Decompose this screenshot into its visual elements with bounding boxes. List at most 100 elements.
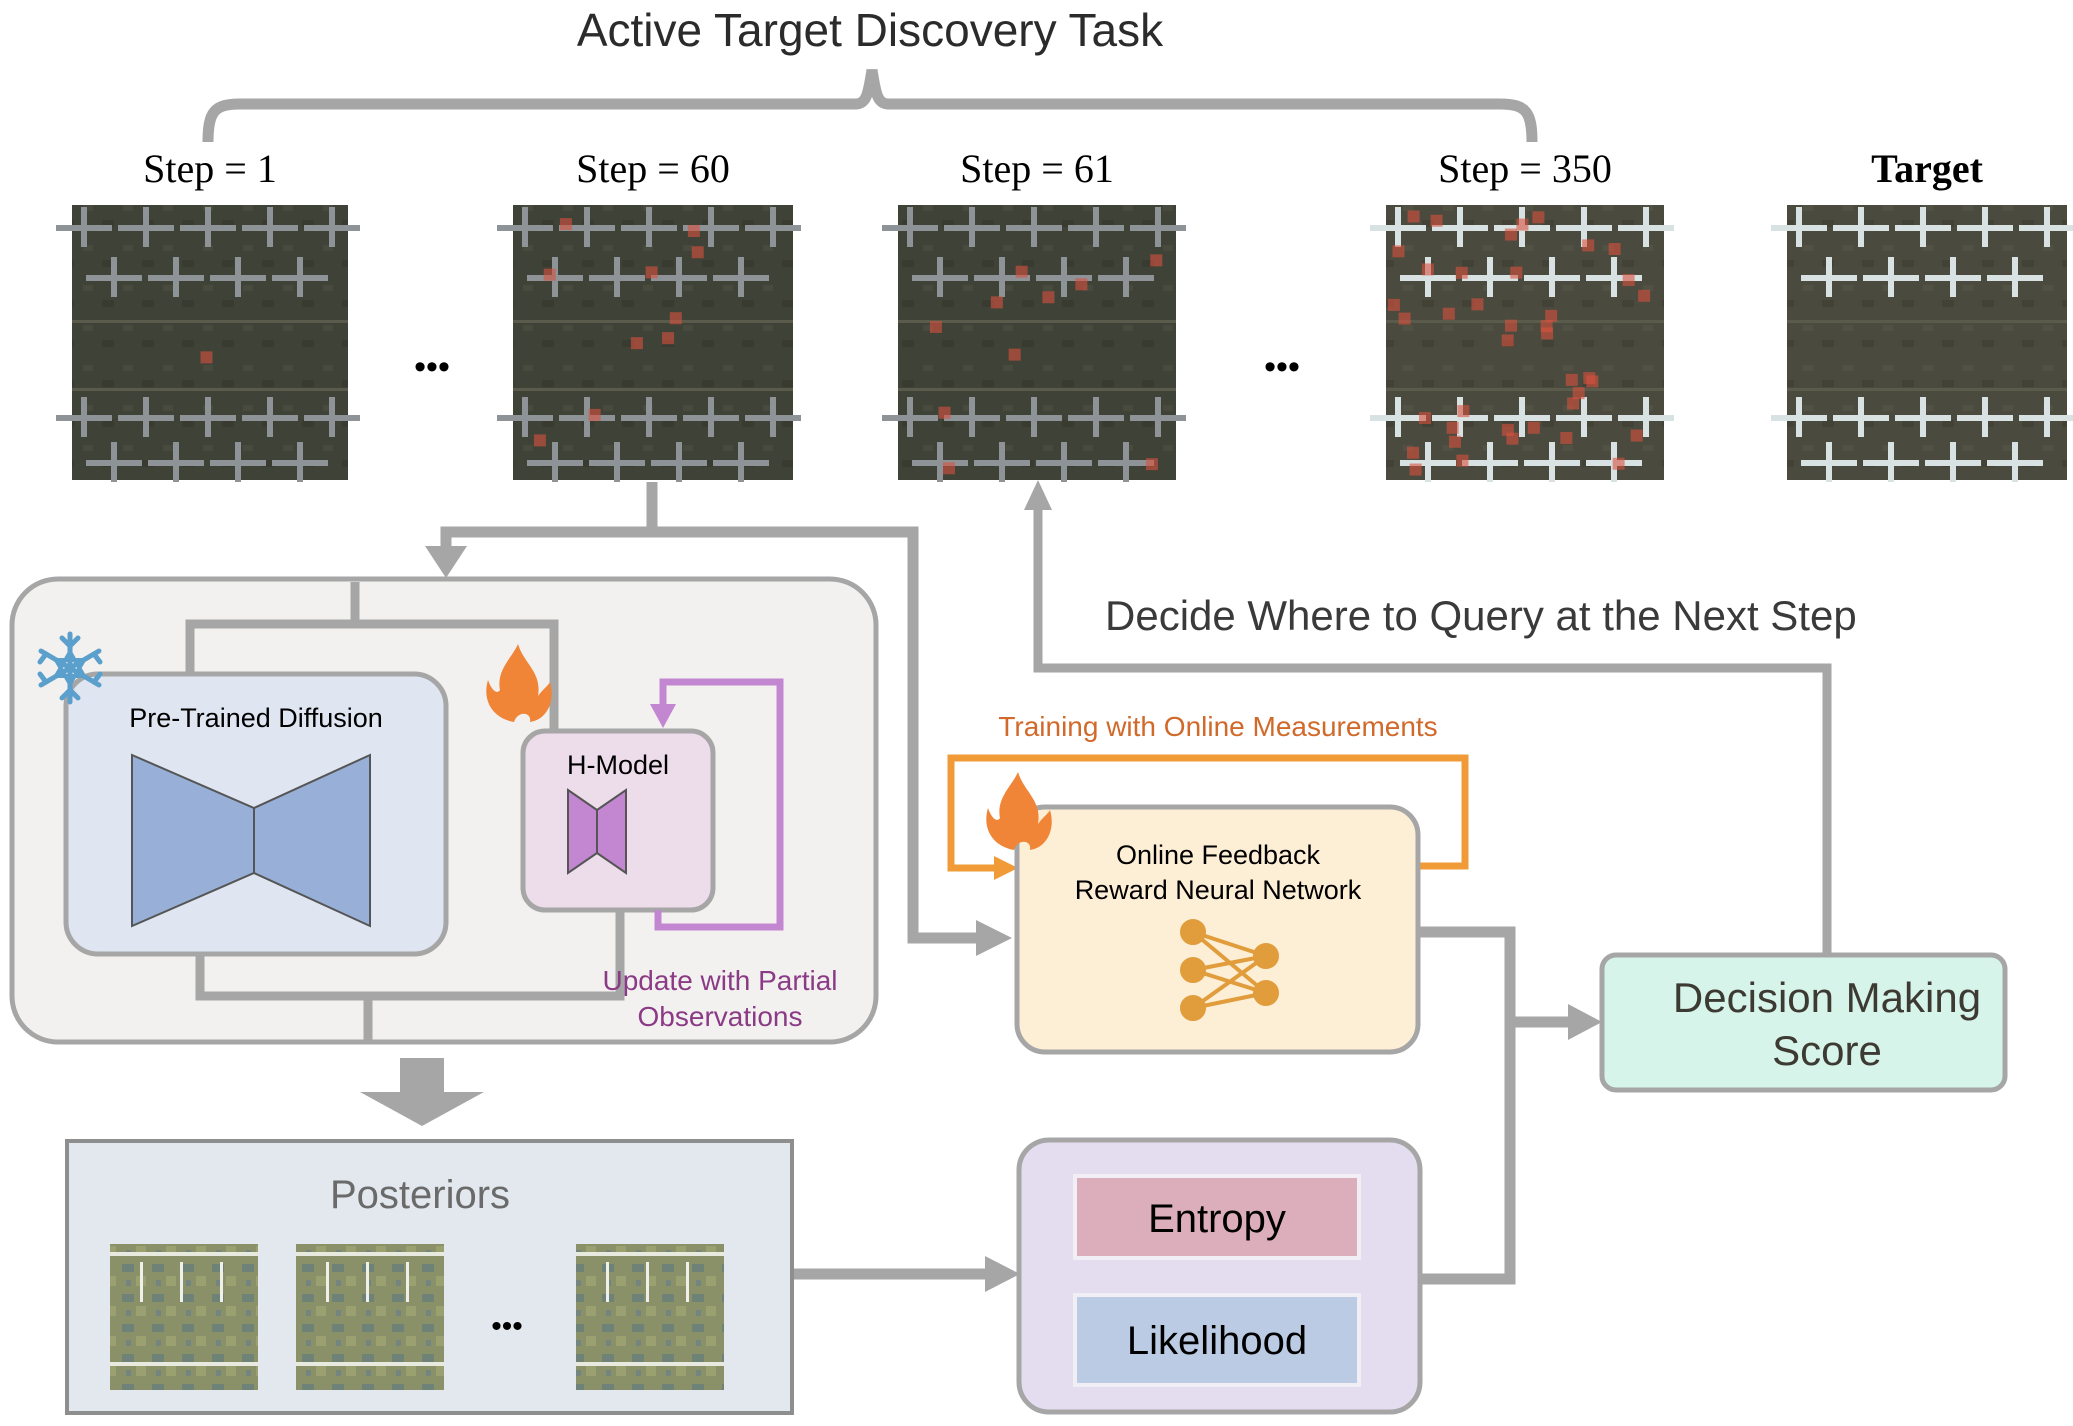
posterior-plane-row xyxy=(296,1362,444,1366)
arrow-into-reward xyxy=(976,920,1012,956)
plane-body xyxy=(297,257,303,297)
step-label: Step = 350 xyxy=(1438,146,1612,191)
connector-decision-to-step61 xyxy=(1033,505,1832,955)
posterior-sample xyxy=(296,1244,444,1390)
plane-body xyxy=(1982,397,1988,437)
plane-body xyxy=(999,257,1005,297)
plane-body xyxy=(1581,207,1587,247)
arrow-into-decision xyxy=(1568,1004,1602,1040)
plane-body xyxy=(235,257,241,297)
runway-line xyxy=(1787,320,2067,323)
entropy-label: Entropy xyxy=(1148,1197,1286,1241)
plane-body xyxy=(552,442,558,482)
posterior-plane-row xyxy=(110,1252,258,1256)
step-image xyxy=(1771,205,2073,482)
posterior-plane-body xyxy=(326,1262,329,1302)
query-patch xyxy=(1612,457,1625,470)
step-label: Step = 61 xyxy=(960,146,1114,191)
query-patch xyxy=(1442,307,1455,320)
plane-body xyxy=(1123,442,1129,482)
update-label-line1: Update with Partial xyxy=(602,965,837,996)
runway-line xyxy=(1386,320,1664,323)
query-patch xyxy=(1421,263,1434,276)
query-patch xyxy=(929,320,942,333)
query-patch xyxy=(662,332,675,345)
plane-body xyxy=(111,257,117,297)
reward-label-line2: Reward Neural Network xyxy=(1075,875,1362,905)
plane-body xyxy=(1858,397,1864,437)
runway-line xyxy=(898,320,1176,323)
query-patch xyxy=(1042,291,1055,304)
posterior-plane-body xyxy=(606,1262,609,1302)
query-patch xyxy=(1516,218,1529,231)
arrow-into-metrics xyxy=(985,1256,1020,1292)
query-patch xyxy=(533,434,546,447)
plane-body xyxy=(646,207,652,247)
arrow-into-diffusion xyxy=(425,546,467,578)
plane-body xyxy=(522,397,528,437)
query-patch xyxy=(938,406,951,419)
query-patch xyxy=(1471,298,1484,311)
plane-body xyxy=(676,442,682,482)
posterior-plane-body xyxy=(686,1262,689,1302)
query-patch xyxy=(1560,431,1573,444)
snowflake-icon xyxy=(37,631,103,705)
plane-body xyxy=(614,257,620,297)
plane-body xyxy=(81,397,87,437)
decision-label-line2: Score xyxy=(1772,1027,1882,1074)
plane-body xyxy=(297,442,303,482)
plane-body xyxy=(1093,397,1099,437)
posterior-plane-body xyxy=(140,1262,143,1302)
posterior-plane-body xyxy=(366,1262,369,1302)
query-patch xyxy=(1622,274,1635,287)
step-label: Step = 60 xyxy=(576,146,730,191)
query-patch xyxy=(1419,412,1432,425)
satellite-ground xyxy=(1787,205,2067,480)
runway-line xyxy=(72,320,348,323)
plane-body xyxy=(2012,257,2018,297)
plane-body xyxy=(205,397,211,437)
query-patch xyxy=(669,312,682,325)
plane-body xyxy=(1858,207,1864,247)
ellipsis-1: ••• xyxy=(414,348,450,386)
runway-line xyxy=(513,320,793,323)
runway-line xyxy=(72,388,348,391)
plane-body xyxy=(267,397,273,437)
plane-body xyxy=(1123,257,1129,297)
plane-body xyxy=(2012,442,2018,482)
plane-body xyxy=(1826,257,1832,297)
plane-body xyxy=(646,397,652,437)
plane-body xyxy=(770,397,776,437)
plane-body xyxy=(1643,397,1649,437)
plane-body xyxy=(81,207,87,247)
query-patch xyxy=(1501,334,1514,347)
step-images xyxy=(56,205,2073,482)
plane-body xyxy=(1031,207,1037,247)
plane-body xyxy=(1093,207,1099,247)
plane-body xyxy=(1519,397,1525,437)
satellite-ground xyxy=(513,205,793,480)
posterior-plane-row xyxy=(296,1252,444,1256)
query-patch xyxy=(200,351,213,364)
decision-label-line1: Decision Making xyxy=(1673,974,1981,1021)
plane-body xyxy=(1643,207,1649,247)
query-patch xyxy=(1532,211,1545,224)
query-patch xyxy=(1567,397,1580,410)
pretrained-diffusion-label: Pre-Trained Diffusion xyxy=(129,703,383,733)
plane-body xyxy=(969,397,975,437)
plane-body xyxy=(1920,397,1926,437)
posterior-sample xyxy=(576,1244,724,1390)
runway-line xyxy=(513,388,793,391)
hmodel-loop-arrow xyxy=(650,704,676,728)
query-patch xyxy=(543,268,556,281)
plane-body xyxy=(1950,442,1956,482)
query-patch xyxy=(1392,245,1405,258)
step-image xyxy=(882,205,1186,482)
plane-body xyxy=(329,397,335,437)
plane-body xyxy=(907,397,913,437)
plane-body xyxy=(1950,257,1956,297)
plane-body xyxy=(1395,397,1401,437)
plane-body xyxy=(173,442,179,482)
